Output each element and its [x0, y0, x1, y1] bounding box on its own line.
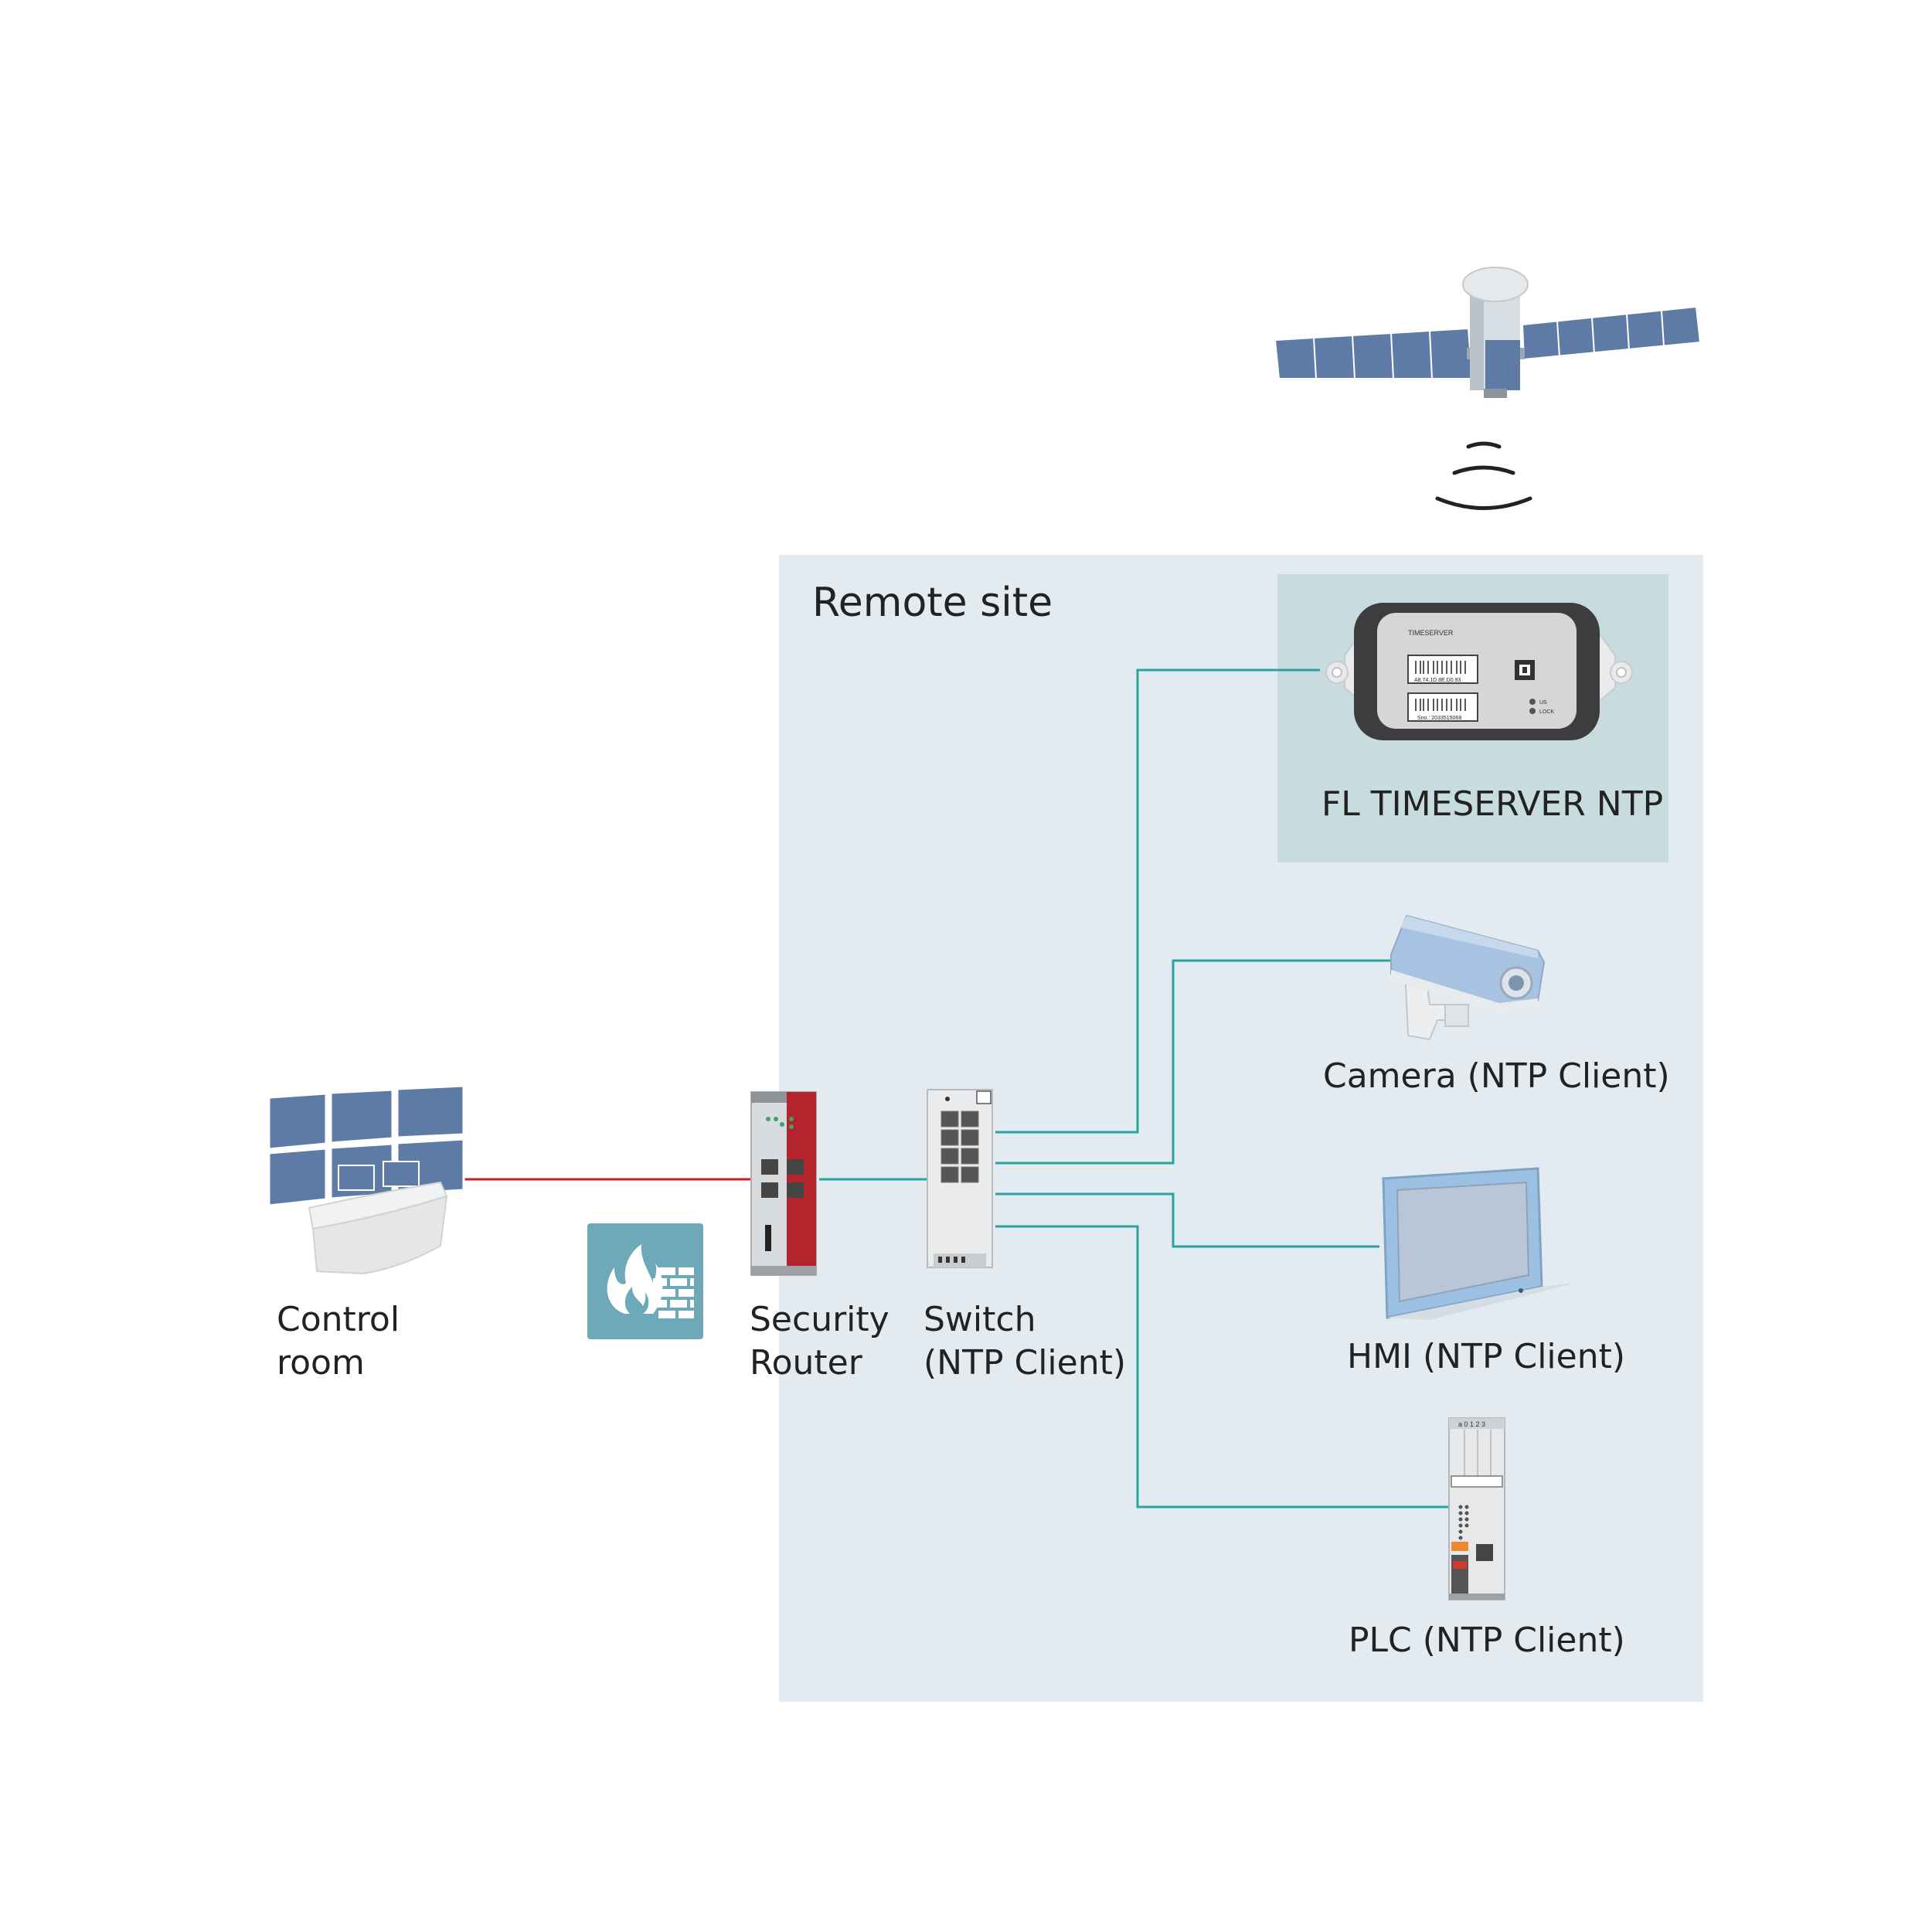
plc-icon: a 0 1 2 3 — [1448, 1417, 1505, 1600]
switch-label-line2: (NTP Client) — [923, 1343, 1127, 1383]
timeserver-icon: TIMESERVER A8.74.1D.8E.D0.93 Sno.: 20335… — [1325, 603, 1633, 740]
timeserver-header-text: TIMESERVER — [1408, 629, 1454, 637]
security-router-icon — [750, 1091, 817, 1276]
link-switch-timeserver — [995, 668, 1320, 1134]
firewall-icon — [587, 1223, 703, 1339]
security-router-label-line2: Router — [750, 1343, 862, 1383]
signal-waves-icon — [1435, 441, 1532, 510]
link-switch-plc — [995, 1225, 1449, 1509]
timeserver-led2-text: LOCK — [1539, 709, 1554, 715]
switch-icon — [927, 1089, 993, 1268]
control-room-label: Control room — [277, 1298, 400, 1385]
timeserver-serial-text: Sno.: 2033515068 — [1417, 716, 1461, 721]
camera-label: Camera (NTP Client) — [1323, 1056, 1670, 1096]
hmi-label: HMI (NTP Client) — [1347, 1337, 1626, 1376]
control-room-label-line1: Control — [277, 1300, 400, 1339]
security-router-label-line1: Security — [750, 1300, 889, 1339]
security-router-label: Security Router — [750, 1298, 889, 1385]
teal-links — [819, 668, 1449, 1509]
plc-label: PLC (NTP Client) — [1349, 1621, 1625, 1660]
remote-site-title: Remote site — [812, 580, 1053, 626]
switch-label: Switch (NTP Client) — [923, 1298, 1126, 1385]
timeserver-mac-text: A8.74.1D.8E.D0.93 — [1414, 678, 1461, 683]
link-switch-camera — [995, 959, 1391, 1165]
switch-label-line1: Switch — [923, 1300, 1036, 1339]
camera-icon — [1390, 914, 1546, 1041]
control-room-label-line2: room — [277, 1343, 365, 1383]
timeserver-led1-text: US — [1539, 700, 1547, 706]
plc-slot-labels: a 0 1 2 3 — [1458, 1420, 1485, 1428]
control-room-icon — [267, 1084, 465, 1275]
link-switch-hmi — [995, 1192, 1379, 1248]
satellite-icon — [1274, 267, 1702, 398]
timeserver-label: FL TIMESERVER NTP — [1321, 784, 1664, 824]
hmi-icon — [1382, 1167, 1577, 1320]
